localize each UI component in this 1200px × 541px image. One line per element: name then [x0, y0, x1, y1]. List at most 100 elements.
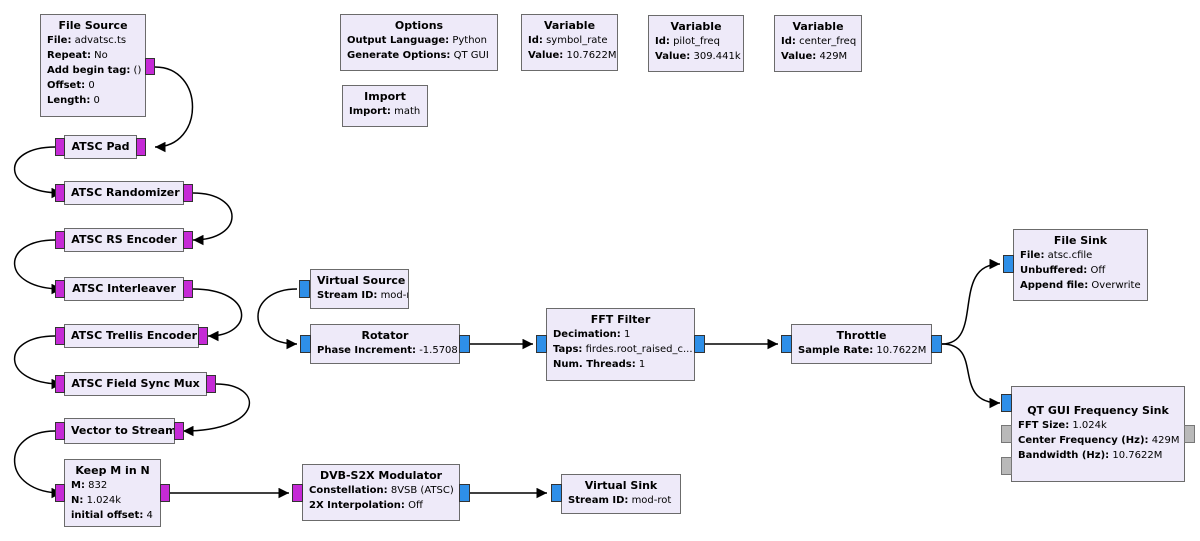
input-port[interactable] [55, 375, 65, 393]
param-label: Id: [781, 36, 796, 47]
block-qt-gui-frequency-sink[interactable]: QT GUI Frequency Sink FFT Size: 1.024k C… [1011, 386, 1185, 482]
block-atsc-randomizer[interactable]: ATSC Randomizer [64, 181, 184, 205]
param-label: Stream ID: [568, 495, 629, 506]
block-atsc-trellis-encoder[interactable]: ATSC Trellis Encoder [64, 324, 199, 348]
param-value: () [133, 65, 142, 76]
block-title: Keep M in N [75, 464, 150, 477]
param-label: Constellation: [309, 485, 388, 496]
message-port[interactable] [1184, 425, 1195, 443]
block-vector-to-stream[interactable]: Vector to Stream [64, 418, 175, 444]
param-value: 1 [624, 329, 631, 340]
param-value: 429M [819, 51, 848, 62]
block-title: Variable [792, 20, 844, 33]
block-dvbs2x-modulator[interactable]: DVB-S2X Modulator Constellation: 8VSB (A… [302, 464, 460, 521]
output-port[interactable] [183, 184, 193, 202]
block-title: Vector to Stream [71, 424, 175, 437]
block-variable-symbol-rate[interactable]: Variable Id: symbol_rate Value: 10.7622M [521, 14, 618, 71]
param-label: 2X Interpolation: [309, 500, 405, 511]
input-port[interactable] [551, 484, 562, 502]
output-port[interactable] [136, 138, 146, 156]
input-port[interactable] [300, 335, 311, 353]
block-title: Import [364, 90, 406, 103]
block-file-sink[interactable]: File Sink File: atsc.cfile Unbuffered: O… [1013, 229, 1148, 301]
param-label: Offset: [47, 80, 86, 91]
param-label: File: [47, 35, 72, 46]
block-title: File Sink [1053, 234, 1108, 247]
block-atsc-pad[interactable]: ATSC Pad [64, 135, 137, 159]
block-keep-m-in-n[interactable]: Keep M in N M: 832 N: 1.024k initial off… [64, 459, 161, 527]
input-port[interactable] [55, 231, 65, 249]
block-title: FFT Filter [590, 313, 651, 326]
param-value: 10.7622M [566, 50, 617, 61]
input-port[interactable] [1003, 255, 1014, 273]
wire [257, 288, 298, 350]
block-virtual-sink[interactable]: Virtual Sink Stream ID: mod-rot [561, 474, 681, 514]
block-virtual-source[interactable]: Virtual Source Stream ID: mod-rot [310, 269, 409, 309]
block-options[interactable]: Options Output Language: Python Generate… [340, 14, 498, 71]
param-value: center_freq [799, 36, 857, 47]
block-title: Variable [670, 20, 722, 33]
output-port[interactable] [206, 375, 216, 393]
block-atsc-field-sync-mux[interactable]: ATSC Field Sync Mux [64, 372, 207, 396]
block-throttle[interactable]: Throttle Sample Rate: 10.7622M [791, 324, 932, 364]
output-port[interactable] [459, 335, 470, 353]
message-port[interactable] [1001, 425, 1012, 443]
param-label: Unbuffered: [1020, 265, 1088, 276]
input-port[interactable] [55, 138, 65, 156]
wire [182, 383, 251, 437]
output-port[interactable] [198, 327, 208, 345]
wire [13, 146, 63, 199]
input-port[interactable] [55, 184, 65, 202]
block-title: Rotator [361, 329, 409, 342]
input-port[interactable] [55, 484, 65, 502]
output-port[interactable] [174, 422, 184, 440]
block-variable-center-freq[interactable]: Variable Id: center_freq Value: 429M [774, 15, 862, 72]
output-port[interactable] [694, 335, 705, 353]
message-port[interactable] [1001, 457, 1012, 475]
param-value: 4 [146, 510, 153, 521]
block-variable-pilot-freq[interactable]: Variable Id: pilot_freq Value: 309.441k [648, 15, 744, 72]
wire [13, 430, 63, 499]
input-port[interactable] [55, 280, 65, 298]
param-value: QT GUI [453, 50, 489, 61]
input-port[interactable] [55, 327, 65, 345]
param-value: 10.7622M [876, 345, 927, 356]
param-value: 1 [638, 359, 646, 370]
input-port[interactable] [55, 422, 65, 440]
param-value: 1.024k [1072, 420, 1107, 431]
param-value: symbol_rate [546, 35, 608, 46]
block-title: Options [394, 19, 444, 32]
output-port[interactable] [931, 335, 942, 353]
block-atsc-rs-encoder[interactable]: ATSC RS Encoder [64, 228, 184, 252]
block-title: QT GUI Frequency Sink [1027, 404, 1169, 417]
param-label: M: [71, 480, 85, 491]
wire [13, 239, 63, 295]
param-value: firdes.root_raised_c... [585, 344, 693, 355]
param-label: Sample Rate: [798, 345, 874, 356]
output-port[interactable] [160, 484, 170, 502]
input-port[interactable] [536, 335, 547, 353]
output-port[interactable] [459, 484, 470, 502]
input-port[interactable] [1001, 394, 1012, 412]
output-port[interactable] [183, 280, 193, 298]
block-atsc-interleaver[interactable]: ATSC Interleaver [64, 277, 184, 301]
block-file-source[interactable]: File Source File: advatsc.ts Repeat: No … [40, 14, 146, 117]
block-rotator[interactable]: Rotator Phase Increment: -1.5708 [310, 324, 460, 364]
input-port[interactable] [292, 484, 303, 502]
block-title: ATSC Pad [71, 140, 130, 153]
param-label: Id: [528, 35, 543, 46]
param-label: Import: [349, 106, 391, 117]
param-value: 0 [88, 80, 95, 91]
param-value: mod-rot [380, 290, 408, 301]
param-label: initial offset: [71, 510, 144, 521]
block-title: File Source [58, 19, 128, 32]
output-port[interactable] [145, 58, 155, 75]
param-label: Id: [655, 36, 670, 47]
block-import[interactable]: Import Import: math [342, 85, 428, 127]
block-fft-filter[interactable]: FFT Filter Decimation: 1 Taps: firdes.ro… [546, 308, 695, 381]
output-port[interactable] [183, 231, 193, 249]
output-port[interactable] [299, 280, 310, 298]
block-title: DVB-S2X Modulator [319, 469, 443, 482]
input-port[interactable] [781, 335, 792, 353]
